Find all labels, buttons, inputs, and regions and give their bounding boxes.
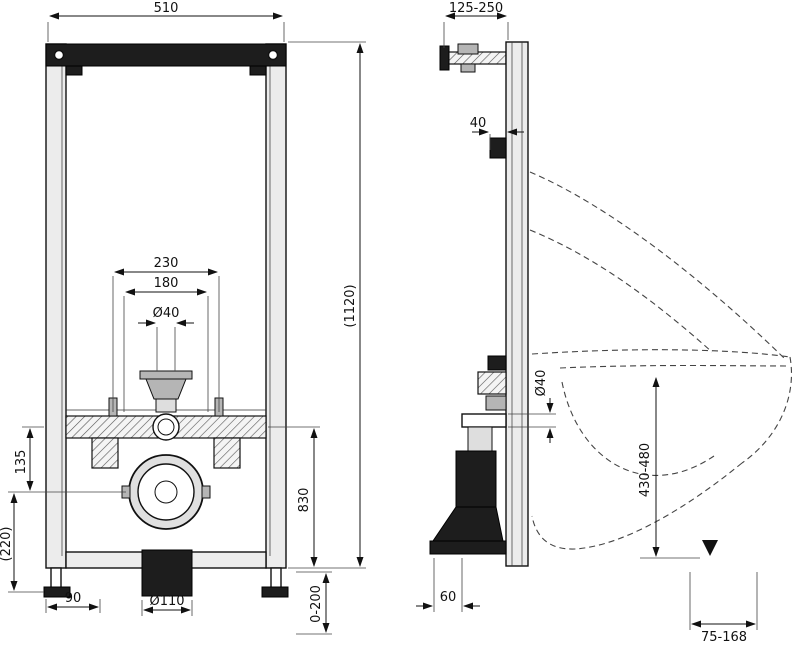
dim-flush-pipe-dia: Ø40 (153, 306, 180, 321)
right-leg (270, 567, 282, 590)
dim-outlet-offset: 60 (440, 590, 457, 605)
flush-flange (139, 370, 193, 380)
dim-top-width: 510 (154, 1, 179, 16)
dim-outlet-dia: Ø110 (149, 594, 184, 609)
dim-bracket-offset: 40 (470, 116, 487, 131)
dim-total-height: (1120) (343, 284, 358, 327)
dim-rail-height: 830 (297, 488, 312, 513)
dim-foot-offset: 90 (65, 591, 82, 606)
front-left-rail (45, 43, 67, 569)
left-leg (50, 567, 62, 590)
wall-bracket-plate (439, 45, 450, 71)
right-foot-plate (261, 586, 289, 598)
front-right-rail (265, 43, 287, 569)
dim-side-flush-pipe-dia: Ø40 (534, 370, 549, 397)
flush-connector (487, 355, 507, 371)
drain-elbow-flange (429, 540, 507, 555)
floor-datum-arrow (702, 540, 718, 556)
bowl-dashed-outline (529, 171, 792, 550)
dim-leg-adjustment: 0-200 (309, 585, 324, 623)
left-bowl-bracket (91, 437, 119, 469)
front-outlet-pipe (141, 549, 193, 597)
dim-bolt-spacing-inner: 180 (154, 276, 179, 291)
dim-bolt-spacing-outer: 230 (154, 256, 179, 271)
drain-elbow-bell (432, 506, 504, 542)
dim-bracket-depth: 125-250 (449, 1, 503, 16)
dim-rail-to-drain: 135 (14, 450, 29, 475)
side-frame-profile (505, 41, 529, 567)
drain-elbow-inlet (455, 450, 497, 508)
dim-bowl-height: 430-480 (638, 443, 653, 497)
front-dimensions: 510 230 180 Ø40 135 (220) 90 Ø11 (0, 1, 366, 635)
dim-drain-to-floor: (220) (0, 527, 14, 562)
side-flush-pipe (461, 413, 507, 428)
front-top-rail (45, 43, 287, 67)
upper-fixing-bracket (489, 137, 507, 159)
top-right-bolt (267, 49, 279, 61)
right-bowl-bracket (213, 437, 241, 469)
flush-pipe-section (152, 413, 180, 441)
flush-funnel (145, 378, 187, 400)
top-left-bolt (53, 49, 65, 61)
side-dimensions: 125-250 40 Ø40 430-480 60 75-168 (416, 1, 758, 645)
dim-outlet-range: 75-168 (701, 630, 747, 645)
